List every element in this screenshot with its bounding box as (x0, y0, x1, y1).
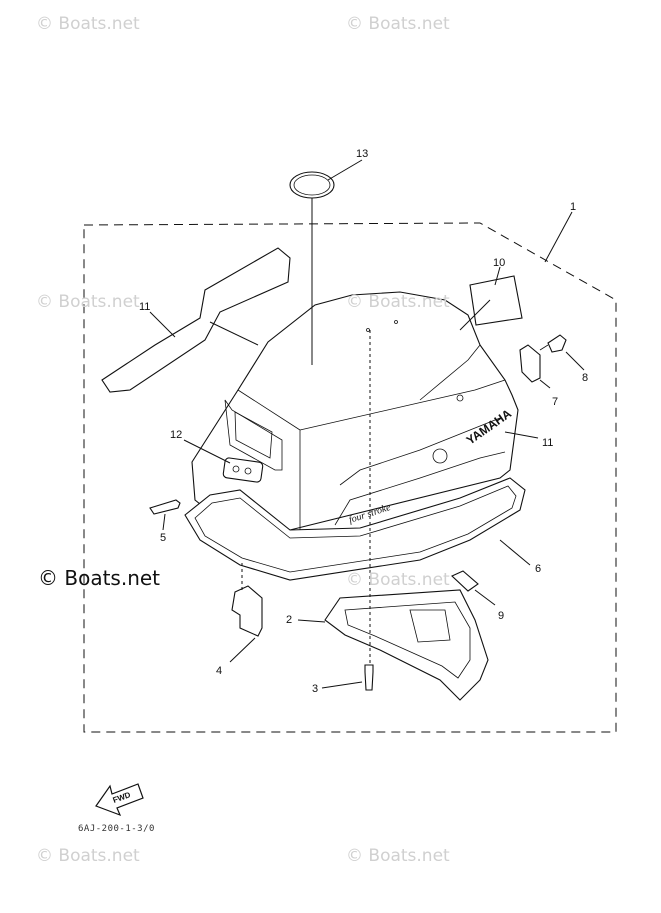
part-8-screw (547, 334, 567, 353)
callout-9: 9 (498, 610, 504, 622)
watermark: © Boats.net (36, 292, 140, 312)
callout-6: 6 (535, 563, 541, 575)
callout-3: 3 (312, 683, 318, 695)
part-3-bolt (364, 664, 374, 691)
callout-11-right: 11 (542, 437, 553, 449)
part-12-badge (222, 457, 264, 483)
callout-7: 7 (552, 396, 558, 408)
watermark: © Boats.net (346, 570, 450, 590)
part-5-pin (149, 499, 181, 515)
callout-13: 13 (356, 148, 368, 160)
part-6-seal (184, 477, 526, 581)
part-2-bracket (324, 589, 489, 701)
callout-11-left: 11 (139, 301, 150, 313)
callout-4: 4 (216, 665, 222, 677)
watermark-main: © Boats.net (38, 566, 161, 590)
part-13-grommet (289, 171, 335, 199)
part-10-label (469, 275, 523, 326)
callout-8: 8 (582, 372, 588, 384)
callout-1: 1 (570, 201, 576, 213)
diagram-code: 6AJ-200-1-3/0 (78, 824, 155, 834)
watermark: © Boats.net (346, 14, 450, 34)
watermark: © Boats.net (346, 292, 450, 312)
part-11-left-decal (101, 247, 291, 393)
fwd-arrow-icon: FWD (95, 783, 144, 817)
watermark: © Boats.net (346, 846, 450, 866)
part-4-bracket (231, 585, 263, 637)
callout-2: 2 (286, 614, 292, 626)
watermark: © Boats.net (36, 14, 140, 34)
assembly-boundary (83, 222, 617, 733)
callout-5: 5 (160, 532, 166, 544)
part-7-clip (519, 344, 541, 383)
callout-10: 10 (493, 257, 505, 269)
callout-12: 12 (170, 429, 182, 441)
part-9-clip (451, 570, 479, 592)
watermark: © Boats.net (36, 846, 140, 866)
